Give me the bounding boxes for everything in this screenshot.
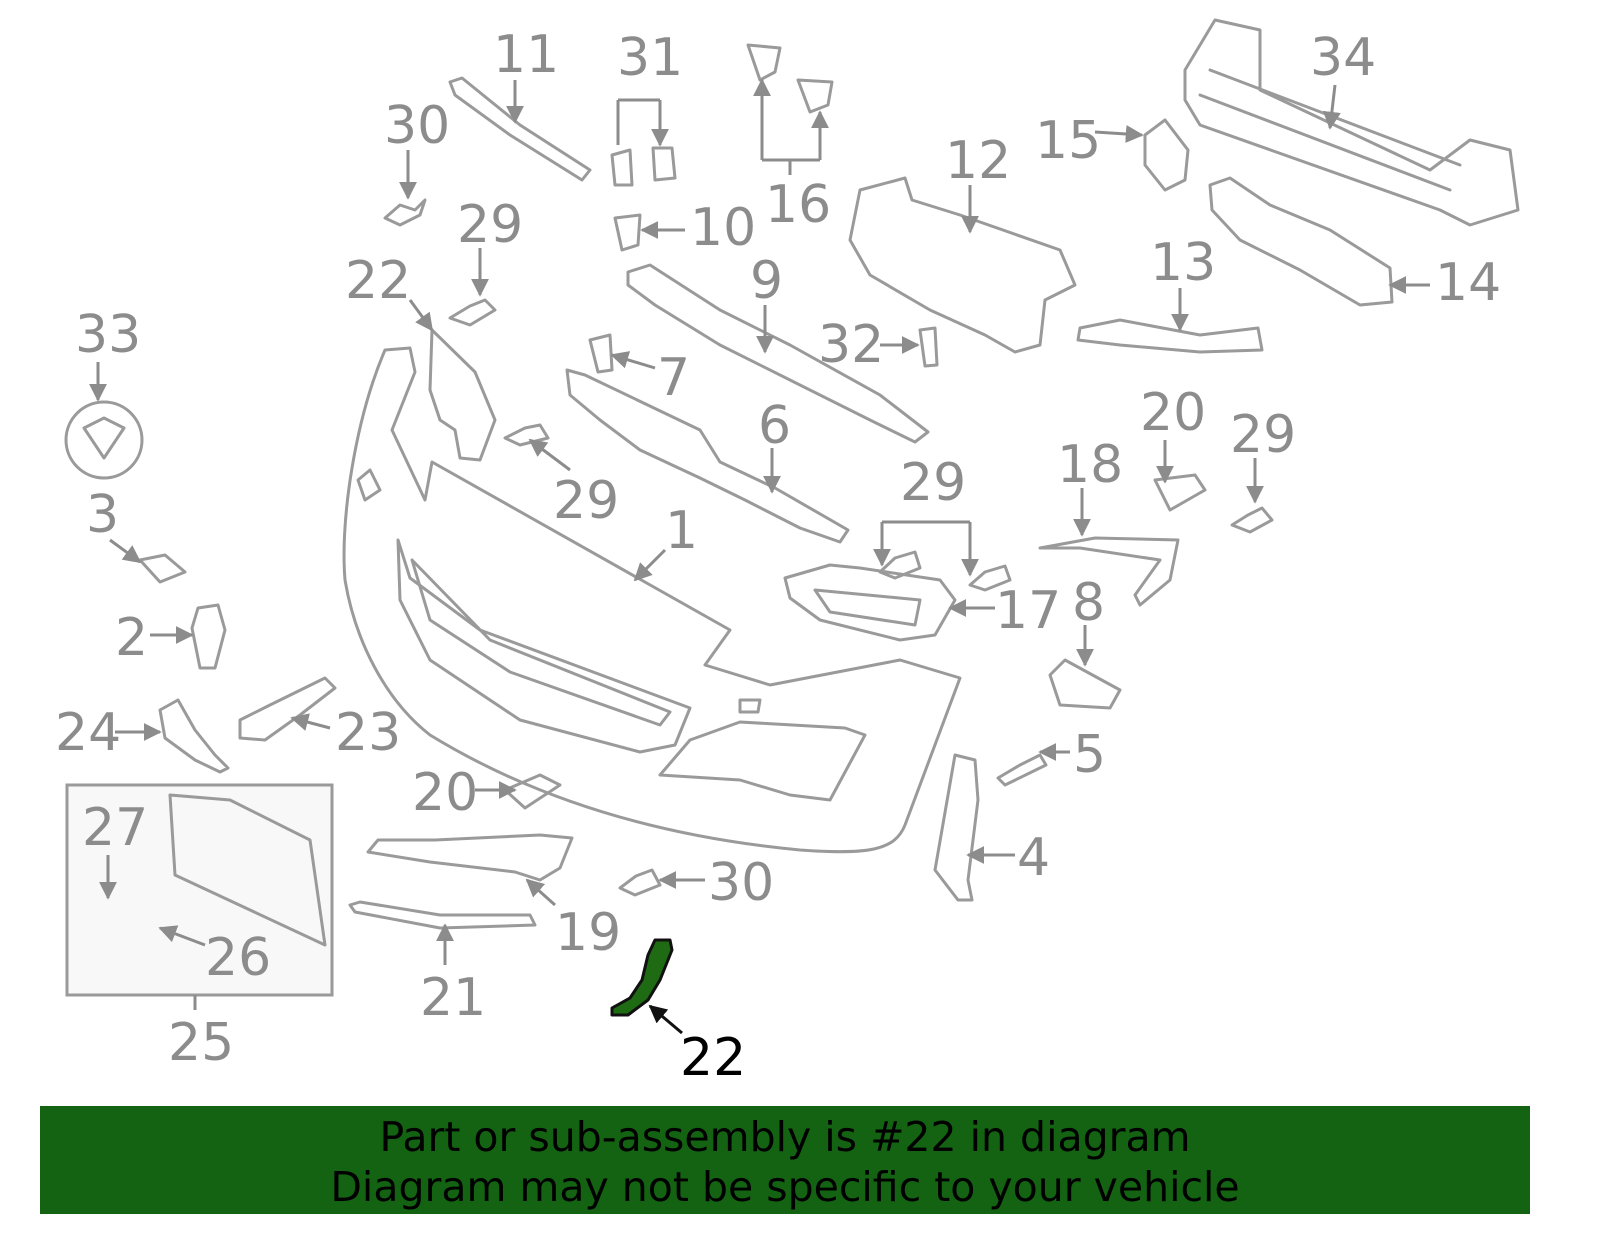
callout-13: 13 <box>1150 233 1216 293</box>
callout-5: 5 <box>1073 725 1106 785</box>
callout-18: 18 <box>1057 435 1123 495</box>
callout-17: 17 <box>995 581 1061 641</box>
callout-12: 12 <box>945 131 1011 191</box>
banner-line-2: Diagram may not be specific to your vehi… <box>330 1163 1240 1211</box>
callout-33: 33 <box>75 305 141 365</box>
license-bracket-part <box>168 793 327 947</box>
energy-absorber-12-part <box>848 176 1077 354</box>
callout-19: 19 <box>555 903 621 963</box>
callout-23: 22 <box>345 251 411 311</box>
bracket-15-part <box>1143 118 1190 192</box>
callout-30: 30 <box>384 96 450 156</box>
bracket-24-part <box>238 676 337 742</box>
callout-29d: 29 <box>1230 405 1296 465</box>
callout-28: 27 <box>82 798 148 858</box>
callout-20: 20 <box>1140 383 1206 443</box>
bumper-cover-part <box>342 346 962 854</box>
side-bracket-4-part <box>933 753 980 902</box>
info-banner: Part or sub-assembly is #22 in diagram D… <box>40 1106 1530 1214</box>
callout-29: 29 <box>457 195 523 255</box>
callout-11: 11 <box>493 25 559 85</box>
callout-1: 1 <box>665 501 698 561</box>
callout-21: 21 <box>420 968 486 1028</box>
bracket-13-part <box>1076 318 1264 354</box>
callout-6: 6 <box>758 396 791 456</box>
callout-24: 23 <box>335 703 401 763</box>
callout-labels: 11 31 30 29 22 33 3 2 24 23 10 16 9 7 29… <box>55 25 1501 1088</box>
bracket-22-highlighted-part <box>610 938 674 1017</box>
lower-molding-19-part <box>366 833 574 882</box>
absorber-14-part <box>1208 176 1394 307</box>
callout-16: 16 <box>765 175 831 235</box>
callout-25: 24 <box>55 703 121 763</box>
leader-lines <box>89 78 1430 1035</box>
callout-3: 3 <box>86 485 119 545</box>
bracket-8-part <box>1048 658 1122 710</box>
fog-bezel-18-part <box>1038 536 1180 607</box>
callout-31: 31 <box>617 28 683 88</box>
callout-34: 34 <box>1310 28 1376 88</box>
fog-bezel-17-part <box>783 563 957 642</box>
callout-8: 8 <box>1072 573 1105 633</box>
license-plate-kit-box <box>65 783 334 997</box>
callout-4: 4 <box>1017 828 1050 888</box>
callout-20b: 20 <box>412 763 478 823</box>
callout-27: 26 <box>205 928 271 988</box>
emblem-33-part <box>64 400 144 480</box>
reinforcement-bar-34-part <box>1183 18 1520 227</box>
bracket-25-part <box>158 698 230 774</box>
callout-9: 9 <box>750 251 783 311</box>
callout-10: 10 <box>690 198 756 258</box>
bracket-23-part <box>428 328 497 462</box>
callout-29c: 29 <box>900 453 966 513</box>
banner-line-1: Part or sub-assembly is #22 in diagram <box>379 1113 1191 1161</box>
callout-29b: 29 <box>553 471 619 531</box>
upper-reinforcement-6-part <box>565 368 850 544</box>
molding-11-part <box>448 76 592 182</box>
upper-bracket-9-part <box>626 263 930 444</box>
callout-7: 7 <box>657 348 690 408</box>
callout-32: 32 <box>818 315 884 375</box>
lower-strip-21-part <box>348 900 537 930</box>
callout-22-highlighted: 22 <box>680 1028 746 1088</box>
callout-26: 25 <box>168 1013 234 1073</box>
fog-bezel-17-inner <box>813 588 922 627</box>
callout-30b: 30 <box>708 853 774 913</box>
callout-15: 15 <box>1035 111 1101 171</box>
callout-2: 2 <box>115 608 148 668</box>
callout-14: 14 <box>1435 253 1501 313</box>
